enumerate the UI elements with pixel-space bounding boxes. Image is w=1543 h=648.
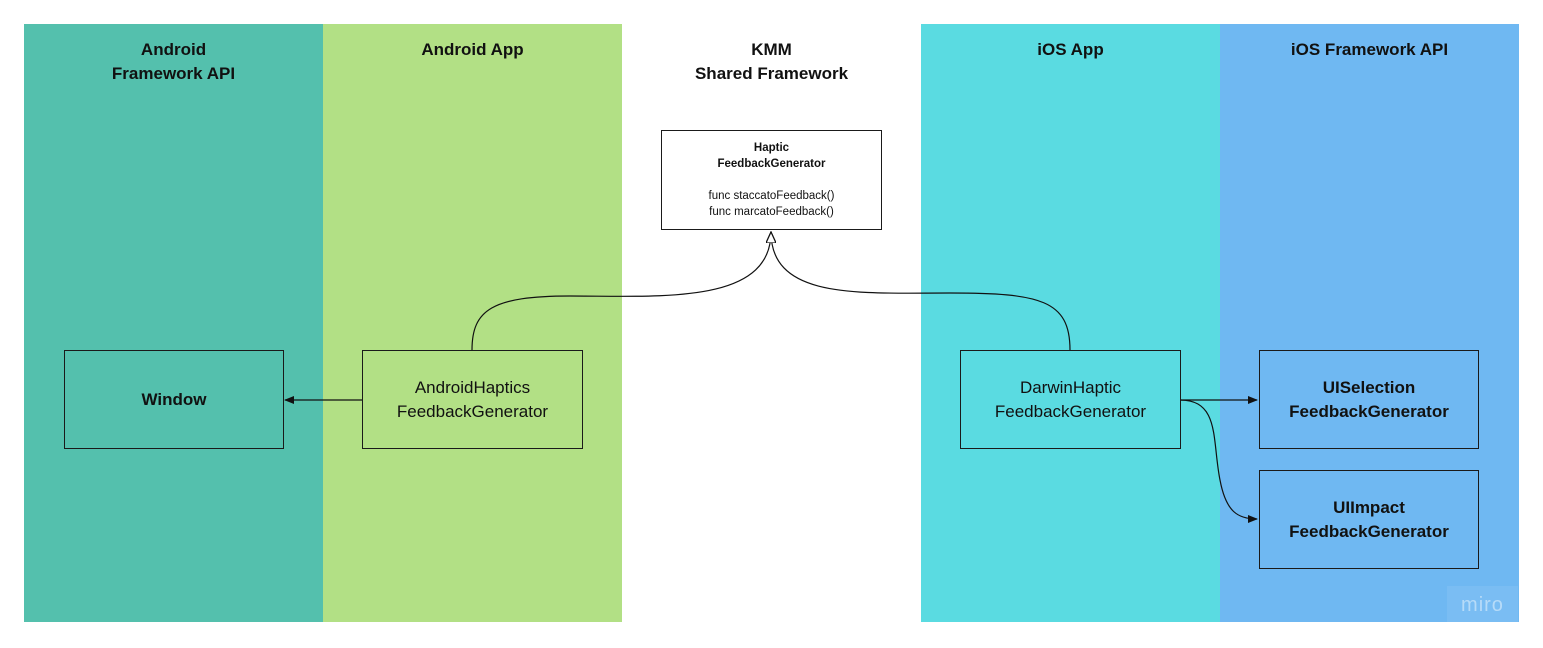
lane-title-android-app: Android App [421, 40, 524, 59]
haptic-feedback-generator-interface-title: Haptic FeedbackGenerator [717, 142, 826, 170]
lane-title-kmm-shared-framework: KMM Shared Framework [694, 40, 849, 83]
miro-watermark: miro [1447, 586, 1518, 622]
lane-title-ios-framework-api: iOS Framework API [1290, 40, 1449, 59]
android-haptics-feedback-generator-label: AndroidHaptics FeedbackGenerator [396, 377, 549, 421]
haptic-feedback-generator-interface-node[interactable]: Haptic FeedbackGenerator func staccatoFe… [661, 130, 882, 230]
darwin-haptic-feedback-generator-label: DarwinHaptic FeedbackGenerator [994, 377, 1147, 421]
android-haptics-feedback-generator-node[interactable]: AndroidHaptics FeedbackGenerator [362, 350, 583, 449]
lane-android-framework-api: Android Framework API [24, 24, 323, 622]
window-node[interactable]: Window [64, 350, 284, 449]
ui-selection-feedback-generator-node[interactable]: UISelection FeedbackGenerator [1259, 350, 1479, 449]
lane-kmm-shared-framework: KMM Shared Framework [622, 24, 921, 622]
lane-ios-framework-api: iOS Framework API [1220, 24, 1519, 622]
window-node-label: Window [141, 389, 207, 409]
lane-title-android-framework-api: Android Framework API [111, 40, 236, 83]
lane-android-app: Android App [323, 24, 622, 622]
haptic-feedback-generator-interface-methods: func staccatoFeedback() func marcatoFeed… [708, 190, 835, 218]
ui-impact-feedback-generator-node[interactable]: UIImpact FeedbackGenerator [1259, 470, 1479, 569]
lane-ios-app: iOS App [921, 24, 1220, 622]
darwin-haptic-feedback-generator-node[interactable]: DarwinHaptic FeedbackGenerator [960, 350, 1181, 449]
ui-impact-feedback-generator-label: UIImpact FeedbackGenerator [1289, 497, 1449, 541]
lane-title-ios-app: iOS App [1037, 40, 1104, 59]
ui-selection-feedback-generator-label: UISelection FeedbackGenerator [1289, 377, 1449, 421]
